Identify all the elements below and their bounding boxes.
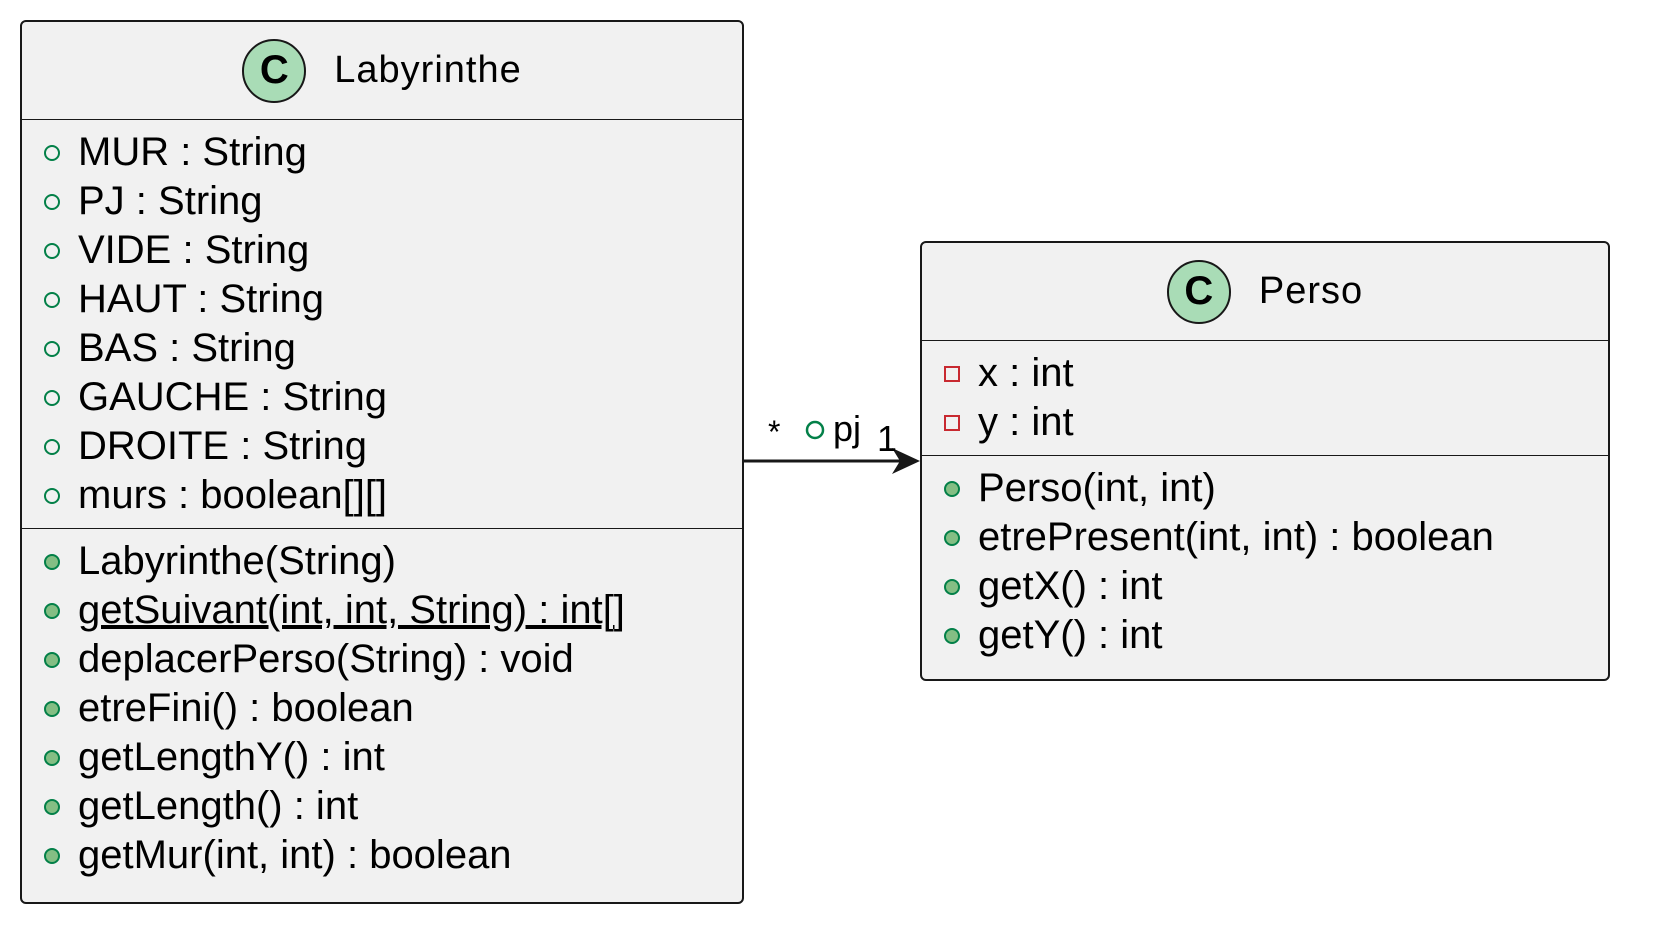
method-label: getLength() : int — [78, 784, 359, 828]
method: deplacerPerso(String) : void — [22, 635, 742, 684]
source-multiplicity: * — [768, 414, 781, 450]
public-visibility-icon — [44, 602, 60, 619]
attribute: x : int — [922, 349, 1608, 398]
method-label: getX() : int — [978, 564, 1163, 608]
class-icon: C — [242, 38, 307, 103]
public-visibility-icon — [44, 651, 60, 668]
methods-section: Perso(int, int) etrePresent(int, int) : … — [922, 456, 1608, 668]
public-visibility-icon — [44, 749, 60, 766]
public-visibility-icon — [44, 242, 60, 259]
public-visibility-icon — [44, 144, 60, 161]
class-header: C Labyrinthe — [22, 22, 742, 120]
attribute-label: MUR : String — [78, 130, 307, 174]
attribute: HAUT : String — [22, 275, 742, 324]
public-visibility-icon — [44, 340, 60, 357]
attribute-label: GAUCHE : String — [78, 375, 387, 419]
attribute-label: HAUT : String — [78, 277, 324, 321]
attribute: MUR : String — [22, 128, 742, 177]
attributes-section: MUR : String PJ : String VIDE : String H… — [22, 120, 742, 529]
attribute-label: VIDE : String — [78, 228, 310, 272]
class-name: Labyrinthe — [334, 49, 522, 91]
attribute: y : int — [922, 398, 1608, 447]
target-multiplicity: 1 — [877, 418, 898, 459]
method: Labyrinthe(String) — [22, 537, 742, 586]
public-visibility-icon — [944, 578, 960, 595]
class-header: C Perso — [922, 243, 1608, 341]
method-label: getLengthY() : int — [78, 735, 385, 779]
public-visibility-icon — [44, 291, 60, 308]
arrowhead-icon — [892, 448, 920, 474]
static-method: getSuivant(int, int, String) : int[] — [22, 586, 742, 635]
attribute-label: x : int — [978, 351, 1074, 395]
method: getLength() : int — [22, 782, 742, 831]
class-name: Perso — [1258, 270, 1364, 312]
role-label: pj — [833, 408, 862, 449]
private-visibility-icon — [944, 414, 960, 431]
method: getY() : int — [922, 611, 1608, 660]
attribute: VIDE : String — [22, 226, 742, 275]
public-role-icon — [805, 420, 825, 440]
public-visibility-icon — [944, 529, 960, 546]
public-visibility-icon — [44, 847, 60, 864]
attribute: murs : boolean[][] — [22, 471, 742, 520]
attributes-section: x : int y : int — [922, 341, 1608, 456]
method-label: etrePresent(int, int) : boolean — [978, 515, 1494, 559]
method: getLengthY() : int — [22, 733, 742, 782]
method-label: getMur(int, int) : boolean — [78, 833, 512, 877]
public-visibility-icon — [44, 553, 60, 570]
method: Perso(int, int) — [922, 464, 1608, 513]
class-perso: C Perso x : int y : int Perso(int, int) … — [920, 241, 1610, 681]
method-label: etreFini() : boolean — [78, 686, 414, 730]
method: etrePresent(int, int) : boolean — [922, 513, 1608, 562]
attribute-label: DROITE : String — [78, 424, 367, 468]
methods-section: Labyrinthe(String) getSuivant(int, int, … — [22, 529, 742, 888]
public-visibility-icon — [944, 480, 960, 497]
public-visibility-icon — [44, 700, 60, 717]
attribute: GAUCHE : String — [22, 373, 742, 422]
class-labyrinthe: C Labyrinthe MUR : String PJ : String VI… — [20, 20, 744, 904]
method-label: deplacerPerso(String) : void — [78, 637, 574, 681]
attribute-label: y : int — [978, 400, 1074, 444]
public-visibility-icon — [44, 798, 60, 815]
attribute: PJ : String — [22, 177, 742, 226]
method: getMur(int, int) : boolean — [22, 831, 742, 880]
method-label: getSuivant(int, int, String) : int[] — [78, 588, 625, 632]
attribute: DROITE : String — [22, 422, 742, 471]
method: etreFini() : boolean — [22, 684, 742, 733]
private-visibility-icon — [944, 365, 960, 382]
public-visibility-icon — [944, 627, 960, 644]
method-label: Labyrinthe(String) — [78, 539, 396, 583]
attribute-label: PJ : String — [78, 179, 263, 223]
public-visibility-icon — [44, 438, 60, 455]
class-icon: C — [1166, 259, 1231, 324]
attribute-label: BAS : String — [78, 326, 296, 370]
attribute: BAS : String — [22, 324, 742, 373]
public-visibility-icon — [44, 193, 60, 210]
method-label: getY() : int — [978, 613, 1163, 657]
public-visibility-icon — [44, 389, 60, 406]
public-visibility-icon — [44, 487, 60, 504]
attribute-label: murs : boolean[][] — [78, 473, 388, 517]
method-label: Perso(int, int) — [978, 466, 1216, 510]
method: getX() : int — [922, 562, 1608, 611]
